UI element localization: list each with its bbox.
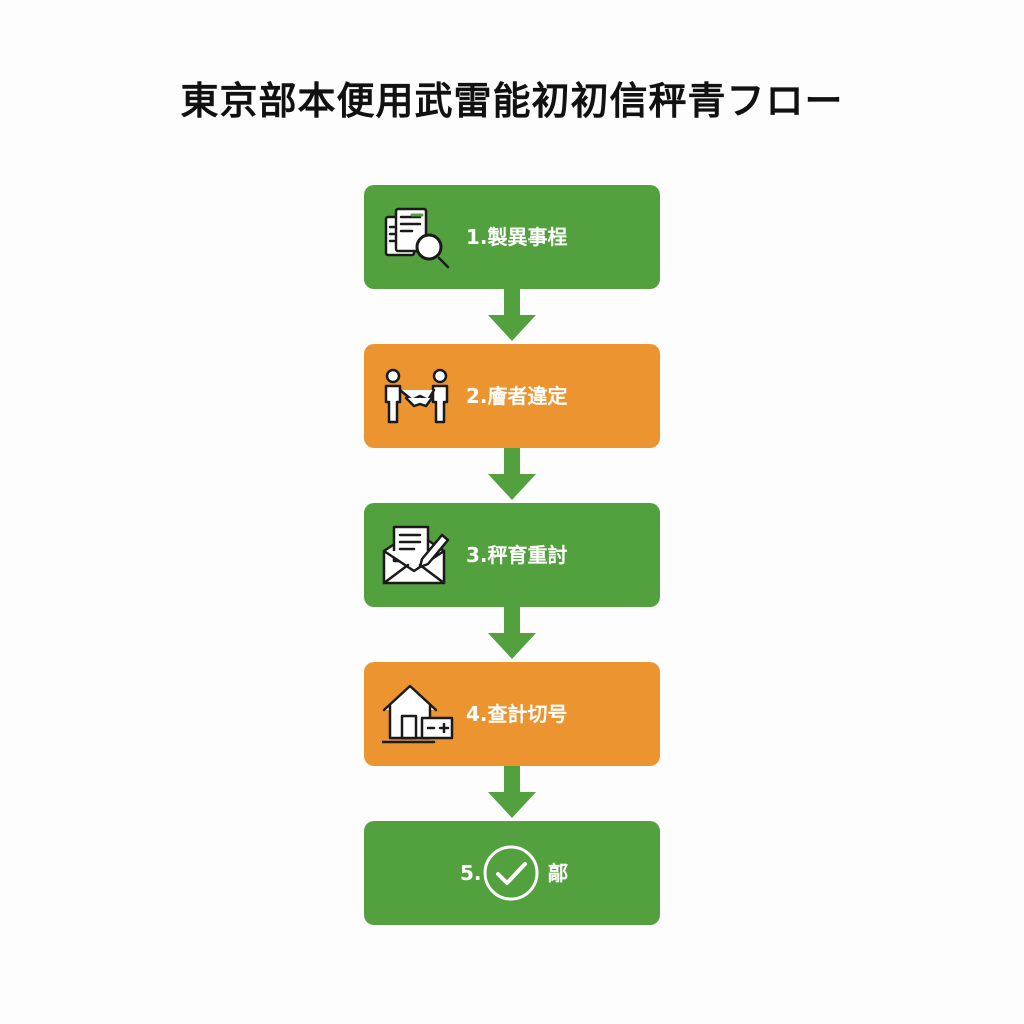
step-4-label: 4.查計切号 bbox=[466, 702, 568, 726]
step-5-number: 5. bbox=[460, 861, 482, 885]
step-3-box: 3.秤育重討 bbox=[364, 503, 660, 607]
handshake-icon bbox=[382, 364, 454, 428]
step-4-box: 4.查計切号 bbox=[364, 662, 660, 766]
page-title: 東京部本便用武雷能初初信秤青フロー bbox=[180, 79, 844, 123]
envelope-pen-icon bbox=[382, 523, 454, 587]
down-arrow-icon bbox=[488, 448, 536, 500]
down-arrow-icon bbox=[488, 766, 536, 818]
step-1-box: 1.製異事桯 bbox=[364, 185, 660, 289]
down-arrow-icon bbox=[488, 607, 536, 659]
step-5-box: 5. 鄗 bbox=[364, 821, 660, 925]
step-3-label: 3.秤育重討 bbox=[466, 543, 568, 567]
check-circle-icon bbox=[483, 845, 539, 901]
step-2-box: 2.廥者違定 bbox=[364, 344, 660, 448]
document-search-icon bbox=[382, 205, 454, 269]
step-1-label: 1.製異事桯 bbox=[466, 225, 568, 249]
down-arrow-icon bbox=[488, 289, 536, 341]
step-5-label: 鄗 bbox=[548, 861, 568, 885]
house-battery-icon bbox=[380, 682, 454, 746]
step-2-label: 2.廥者違定 bbox=[466, 384, 568, 408]
